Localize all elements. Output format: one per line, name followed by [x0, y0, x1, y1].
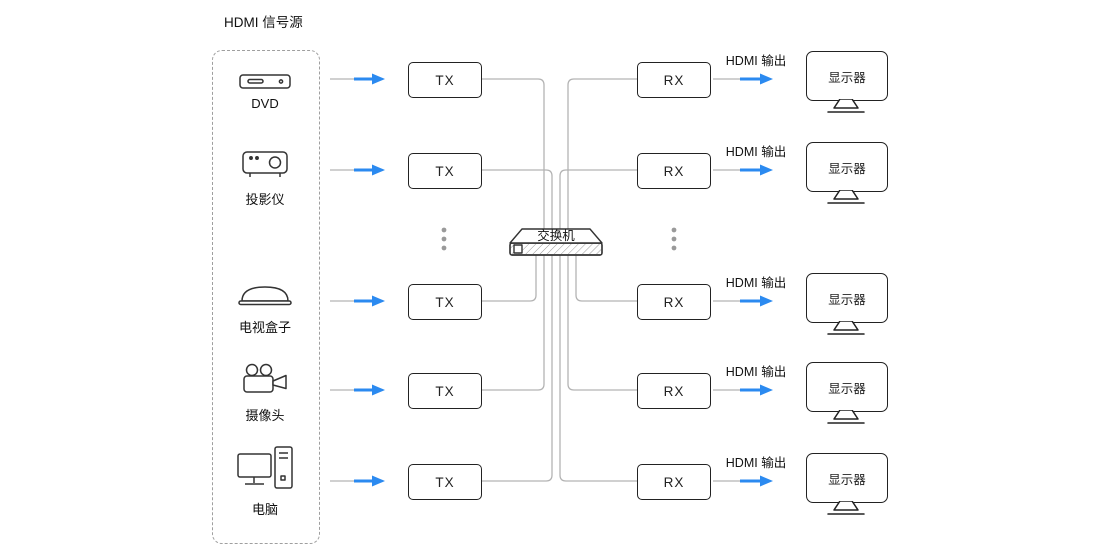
monitor-screen: 显示器: [806, 362, 888, 412]
diagram-title: HDMI 信号源: [224, 15, 303, 30]
monitor-screen: 显示器: [806, 51, 888, 101]
hdmi-output-label: HDMI 输出: [725, 276, 787, 290]
ellipsis-dots-left: [441, 227, 447, 251]
hdmi-output-label: HDMI 输出: [725, 456, 787, 470]
hdmi-output-label: HDMI 输出: [725, 54, 787, 68]
monitor-screen: 显示器: [806, 142, 888, 192]
camera-icon: [243, 363, 287, 393]
source-label: 电脑: [251, 502, 278, 517]
tx-node: TX: [408, 153, 482, 189]
monitor-stand-icon: [827, 99, 865, 113]
tx-node: TX: [408, 373, 482, 409]
switch-label: 交换机: [537, 228, 575, 243]
tx-node: TX: [408, 464, 482, 500]
rx-node: RX: [637, 284, 711, 320]
dvd-player-icon: [239, 74, 291, 89]
source-label: DVD: [251, 96, 279, 111]
monitor-stand-icon: [827, 501, 865, 515]
monitor-screen: 显示器: [806, 273, 888, 323]
hdmi-output-label: HDMI 输出: [725, 145, 787, 159]
source-label: 摄像头: [245, 408, 285, 423]
rx-node: RX: [637, 153, 711, 189]
monitor-stand-icon: [827, 321, 865, 335]
tx-node: TX: [408, 62, 482, 98]
tx-node: TX: [408, 284, 482, 320]
computer-icon: [237, 446, 293, 489]
switch-icon: 交换机: [509, 228, 603, 256]
rx-node: RX: [637, 373, 711, 409]
rx-node: RX: [637, 62, 711, 98]
tv-box-icon: [238, 286, 292, 306]
ellipsis-dots-right: [671, 227, 677, 251]
monitor-stand-icon: [827, 190, 865, 204]
projector-icon: [242, 151, 288, 177]
monitor-screen: 显示器: [806, 453, 888, 503]
rx-node: RX: [637, 464, 711, 500]
source-to-tx-arrows: [330, 73, 385, 487]
switch-link-lines: [480, 78, 637, 482]
source-label: 电视盒子: [238, 320, 291, 335]
monitor-stand-icon: [827, 410, 865, 424]
rx-to-monitor-arrows: [713, 73, 773, 487]
hdmi-output-label: HDMI 输出: [725, 365, 787, 379]
source-label: 投影仪: [245, 192, 285, 207]
